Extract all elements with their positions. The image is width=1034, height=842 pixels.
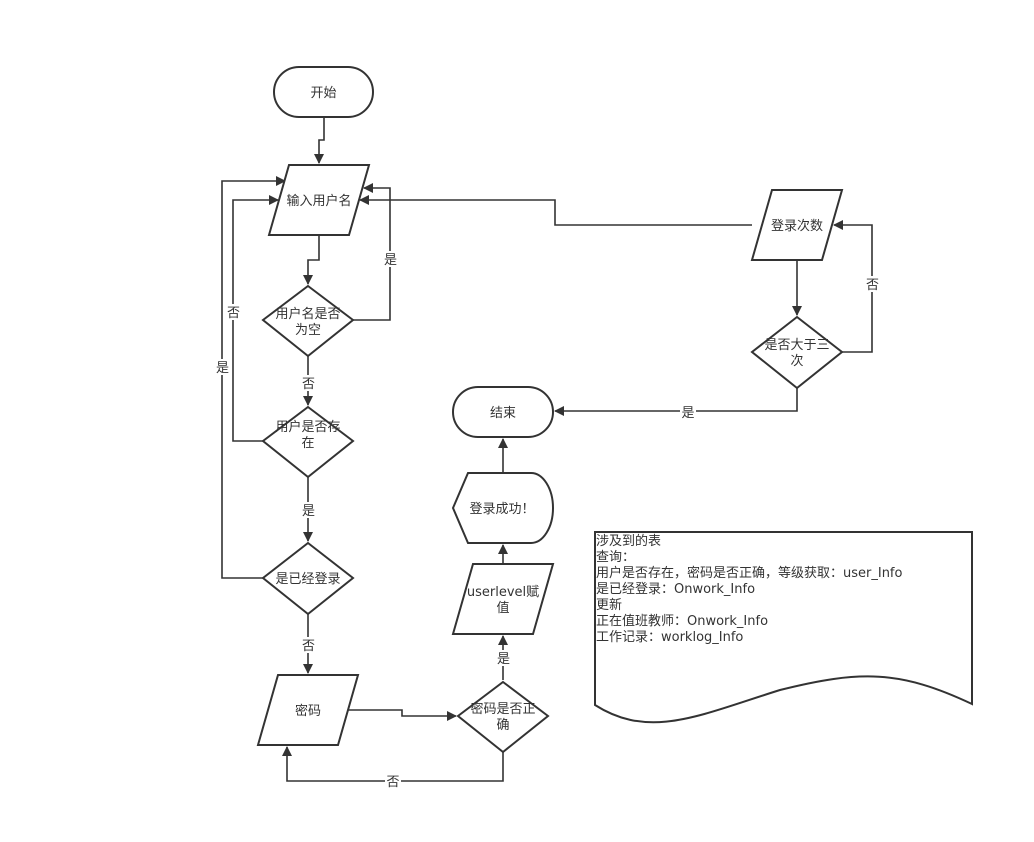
more-than-three-decision: 是否大于三 次 [750, 315, 844, 390]
label-pwcheck-yes: 是 [497, 652, 510, 667]
password-correct-label-line1: 密码是否正 [470, 701, 535, 717]
userlevel-assign-label-line2: 值 [496, 600, 509, 616]
note-line-4: 是已经登录：Onwork_Info [596, 582, 755, 597]
label-exists-yes: 是 [302, 504, 315, 519]
username-empty-decision: 用户名是否 为空 [261, 284, 355, 358]
password-node: 密码 [256, 674, 360, 746]
note-line-6: 正在值班教师：Onwork_Info [596, 613, 768, 629]
login-success-label: 登录成功！ [469, 502, 534, 517]
logged-in-decision: 是已经登录 [261, 541, 355, 616]
label-logged-yes: 是 [216, 361, 229, 376]
logged-in-label: 是已经登录 [275, 572, 340, 587]
edge-exists-no-loop [232, 195, 279, 442]
edge-password-to-check [347, 709, 457, 721]
edge-threshold-yes-to-end [554, 388, 798, 416]
username-empty-label-line2: 为空 [295, 323, 321, 338]
end-label: 结束 [490, 406, 516, 421]
note-line-7: 工作记录：worklog_Info [596, 630, 743, 645]
edge-input-to-empty-check [303, 235, 320, 285]
label-empty-no: 否 [302, 377, 315, 392]
edge-count-to-input [359, 195, 752, 226]
end-node: 结束 [452, 386, 554, 438]
password-label: 密码 [295, 703, 321, 719]
note-line-3: 用户是否存在，密码是否正确，等级获取：user_Info [596, 565, 903, 581]
user-exists-label-line2: 在 [301, 436, 314, 451]
label-threshold-yes: 是 [681, 406, 694, 421]
tables-note: 涉及到的表 查询： 用户是否存在，密码是否正确，等级获取：user_Info 是… [594, 531, 973, 724]
edge-start-to-input [314, 117, 325, 164]
more-than-three-label-line1: 是否大于三 [764, 338, 829, 353]
password-correct-decision: 密码是否正 确 [456, 680, 550, 754]
note-line-2: 查询： [596, 550, 635, 565]
note-line-1: 涉及到的表 [596, 533, 661, 549]
login-success-node: 登录成功！ [451, 472, 554, 544]
label-exists-no: 否 [227, 306, 240, 321]
edge-logged-yes-loop [221, 176, 286, 579]
label-logged-no: 否 [302, 639, 315, 654]
user-exists-decision: 用户是否存 在 [261, 405, 355, 479]
start-label: 开始 [310, 86, 336, 101]
start-node: 开始 [273, 66, 374, 118]
label-threshold-no: 否 [866, 278, 879, 293]
note-line-5: 更新 [596, 597, 622, 613]
userlevel-assign-label-line1: userlevel赋 [467, 585, 539, 600]
login-count-node: 登录次数 [750, 189, 844, 261]
login-count-label: 登录次数 [771, 218, 823, 234]
userlevel-assign-node: userlevel赋 值 [451, 563, 555, 635]
input-username-label: 输入用户名 [286, 193, 351, 209]
username-empty-label-line1: 用户名是否 [275, 306, 340, 322]
input-username-node: 输入用户名 [267, 164, 371, 236]
label-pwcheck-no: 否 [386, 775, 399, 790]
label-empty-yes: 是 [384, 253, 397, 268]
more-than-three-label-line2: 次 [790, 353, 803, 369]
password-correct-label-line2: 确 [496, 718, 509, 733]
user-exists-label-line1: 用户是否存 [275, 419, 340, 435]
